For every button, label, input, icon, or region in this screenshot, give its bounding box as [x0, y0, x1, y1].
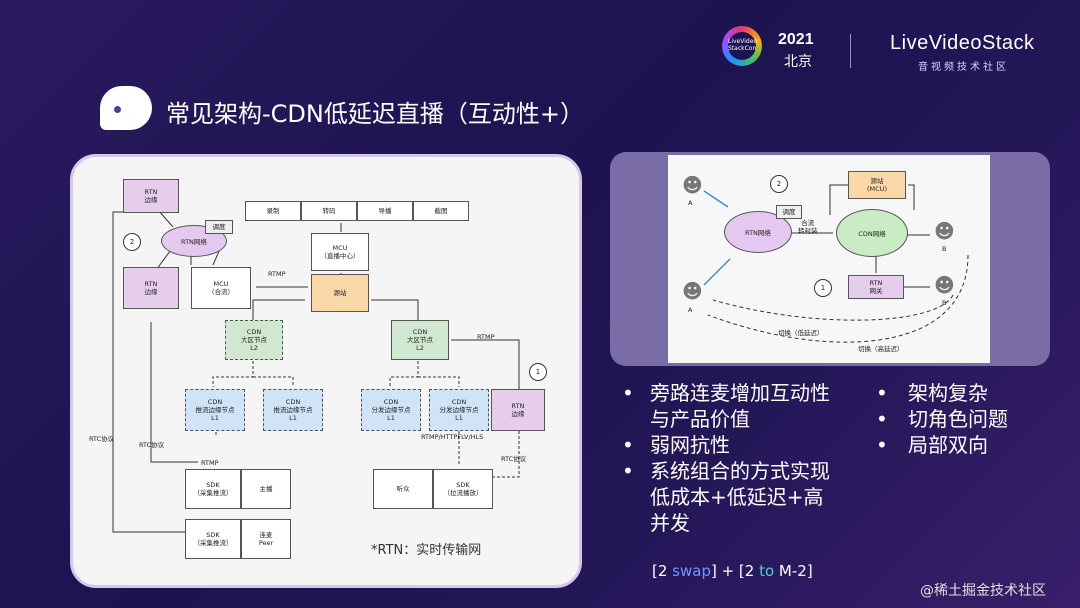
sdk-push-host: SDK （采集推流）: [185, 469, 241, 509]
task-director: 导播: [357, 201, 413, 221]
rtc-label-2: RTC协议: [139, 441, 165, 449]
user-a-top-label: A: [688, 199, 693, 207]
rtn-gateway-box: RTN 网关: [848, 275, 904, 299]
event-city: 北京: [784, 54, 812, 70]
bullet-item: •切角色问题: [876, 407, 1008, 431]
bullet-text: 架构复杂: [908, 381, 988, 405]
rtn-edge-mid: RTN 边缘: [123, 267, 179, 309]
bullet-text: 系统组合的方式实现低成本+低延迟+高并发: [650, 459, 830, 535]
user-a-bottom-icon: ☻: [682, 279, 703, 303]
source-station-box: 源站: [311, 274, 369, 312]
peer-box: 连麦 Peer: [241, 519, 291, 559]
expr-part-1: [2: [652, 562, 673, 580]
sdk-pull-box: SDK （拉流播放）: [433, 469, 493, 509]
brand-subtitle: 音视频技术社区: [918, 62, 1009, 73]
bullet-item: •弱网抗性: [622, 433, 730, 457]
task-bar: 录制 转码 导播 截图: [245, 201, 469, 221]
user-a-top-icon: ☻: [682, 173, 703, 197]
task-transcode: 转码: [301, 201, 357, 221]
bullet-item: •系统组合的方式实现低成本+低延迟+高并发: [622, 459, 830, 535]
event-logo-text: LiveVideo StackCon: [728, 32, 757, 60]
mix-transmux-label: 合流 转封装: [798, 219, 818, 235]
rtn-footnote: *RTN：实时传输网: [371, 543, 482, 558]
task-screenshot: 截图: [413, 201, 469, 221]
right-diagram-canvas: ☻ A ☻ A 2 1 RTN网络 调度 合流 转封装 源站 (MCU) CDN…: [668, 155, 990, 363]
right-diagram-connectors: [703, 184, 969, 343]
rtn-edge-top: RTN 边缘: [123, 179, 179, 213]
bullet-text: 局部双向: [908, 433, 988, 457]
mcu-center-box: MCU （直播中心）: [311, 233, 369, 271]
host-box: 主播: [241, 469, 291, 509]
rtc-label-3: RTC协议: [501, 455, 527, 463]
bullets-right: •架构复杂 •切角色问题 •局部双向: [876, 380, 1056, 458]
expr-to: to: [759, 562, 775, 580]
header-divider: [850, 34, 851, 68]
cdn-push-edge-2: CDN 推流边缘节点 L1: [263, 389, 323, 431]
task-record: 录制: [245, 201, 301, 221]
bullet-item: •局部双向: [876, 433, 988, 457]
left-diagram-panel: RTN 边缘 RTN网络 调度 2 RTN 边缘 MCU （合流） RTMP 录…: [70, 154, 582, 588]
cdn-l2-right: CDN 大区节点 L2: [391, 320, 449, 360]
event-logo: LiveVideo StackCon: [722, 26, 762, 66]
sdk-push-peer: SDK （采集推流）: [185, 519, 241, 559]
rtn-network-cloud: RTN网络: [161, 225, 227, 257]
user-b-top-icon: ☻: [934, 219, 955, 243]
schedule-box: 调度: [205, 220, 233, 234]
watermark: @稀土掘金技术社区: [920, 583, 1046, 599]
rtc-label-1: RTC协议: [89, 435, 115, 443]
right-circle-marker-2: 2: [770, 175, 788, 193]
bullet-text: 切角色问题: [908, 407, 1008, 431]
cdn-network-cloud: CDN网络: [836, 209, 908, 257]
switch-low-latency-label: 切换（低延迟）: [778, 329, 824, 337]
rtmp-label-1: RTMP: [268, 270, 286, 278]
right-source-mcu-box: 源站 (MCU): [848, 171, 906, 199]
cdn-push-edge-1: CDN 推流边缘节点 L1: [185, 389, 245, 431]
rtn-edge-right: RTN 边缘: [491, 389, 545, 431]
bullet-item: •旁路连麦增加互动性与产品价值: [622, 381, 830, 431]
audience-box: 听众: [373, 469, 433, 509]
rtmp-label-3: RTMP: [201, 459, 219, 467]
expr-part-3: M-2]: [774, 562, 813, 580]
right-schedule-box: 调度: [776, 205, 802, 219]
user-b-bottom-icon: ☻: [934, 273, 955, 297]
user-b-top-label: B: [942, 245, 947, 253]
cdn-l2-left: CDN 大区节点 L2: [225, 320, 283, 360]
switch-high-latency-label: 切换（高延迟）: [858, 345, 904, 353]
right-circle-marker-1: 1: [814, 279, 832, 297]
cdn-dist-edge-1: CDN 分发边缘节点 L1: [361, 389, 421, 431]
bullet-text: 旁路连麦增加互动性与产品价值: [650, 381, 830, 431]
bullets-left: •旁路连麦增加互动性与产品价值 •弱网抗性 •系统组合的方式实现低成本+低延迟+…: [622, 380, 832, 536]
swap-expression: [2 swap] + [2 to M-2]: [652, 562, 813, 580]
event-year: 2021: [778, 31, 814, 48]
circle-marker-1: 1: [529, 363, 547, 381]
brand-logo: LiveVideoStack: [890, 32, 1035, 54]
mcu-mix-box: MCU （合流）: [191, 267, 251, 309]
expr-swap: swap: [672, 562, 711, 580]
expr-part-2: ] + [2: [710, 562, 760, 580]
page-title: 常见架构-CDN低延迟直播（互动性+）: [166, 100, 584, 128]
circle-marker-2: 2: [123, 233, 141, 251]
left-diagram-connectors: [112, 201, 520, 533]
bullet-text: 弱网抗性: [650, 433, 730, 457]
rtmp-httpflv-hls-label: RTMP/HTTPFLV/HLS: [421, 433, 484, 441]
title-bubble-icon: [100, 86, 152, 130]
bullet-item: •架构复杂: [876, 381, 988, 405]
user-b-bottom-label: B: [942, 299, 947, 307]
rtmp-label-2: RTMP: [477, 333, 495, 341]
user-a-bottom-label: A: [688, 306, 693, 314]
cdn-dist-edge-2: CDN 分发边缘节点 L1: [429, 389, 489, 431]
